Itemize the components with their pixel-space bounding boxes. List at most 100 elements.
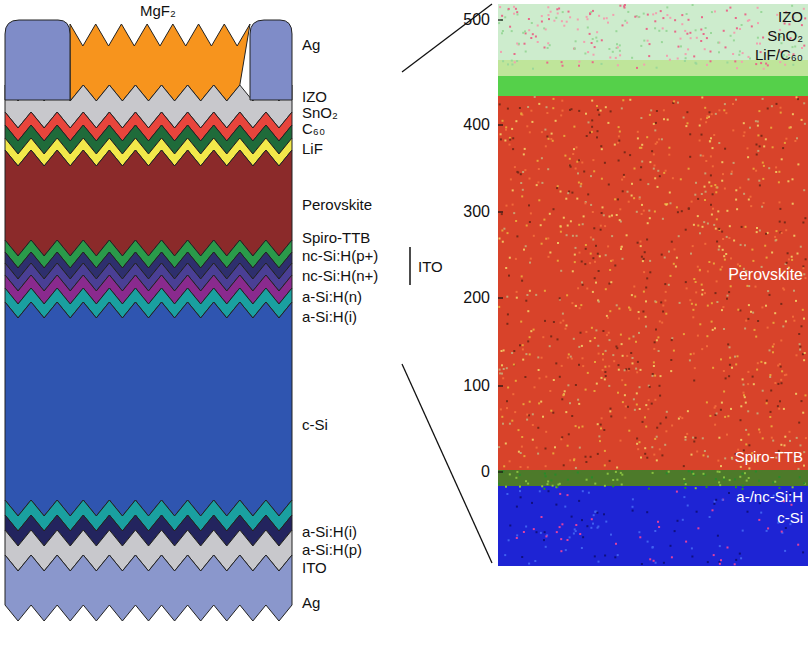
texture-dot xyxy=(706,64,708,66)
texture-dot xyxy=(584,202,586,204)
texture-dot xyxy=(591,518,593,520)
texture-dot xyxy=(697,225,699,227)
texture-dot xyxy=(740,419,742,421)
texture-dot xyxy=(750,311,752,313)
texture-dot xyxy=(553,20,555,22)
texture-dot xyxy=(527,106,529,108)
texture-dot xyxy=(753,168,755,170)
texture-dot xyxy=(636,211,638,213)
texture-dot xyxy=(740,244,742,246)
texture-dot xyxy=(715,478,717,480)
texture-dot xyxy=(769,349,771,351)
texture-dot xyxy=(628,307,630,309)
texture-dot xyxy=(654,177,656,179)
texture-dot xyxy=(654,27,656,29)
texture-dot xyxy=(623,176,625,178)
texture-dot xyxy=(803,359,805,361)
texture-dot xyxy=(598,435,600,437)
texture-dot xyxy=(792,203,794,205)
texture-dot xyxy=(523,153,525,155)
texture-dot xyxy=(619,131,621,133)
texture-dot xyxy=(662,218,664,220)
texture-dot xyxy=(614,198,616,200)
texture-dot xyxy=(646,239,648,241)
texture-dot xyxy=(593,227,595,229)
texture-dot xyxy=(769,376,771,378)
texture-dot xyxy=(618,140,620,142)
texture-dot xyxy=(683,478,685,480)
texture-dot xyxy=(500,51,502,53)
texture-dot xyxy=(595,511,597,513)
texture-dot xyxy=(662,17,664,19)
texture-dot xyxy=(566,325,568,327)
texture-dot xyxy=(793,235,795,237)
texture-dot xyxy=(500,138,502,140)
texture-dot xyxy=(739,50,741,52)
texture-dot xyxy=(781,370,783,372)
texture-dot xyxy=(704,199,706,201)
texture-dot xyxy=(569,459,571,461)
texture-dot xyxy=(542,416,544,418)
texture-dot xyxy=(663,562,665,564)
texture-dot xyxy=(651,446,653,448)
texture-dot xyxy=(501,350,503,352)
texture-dot xyxy=(608,385,610,387)
texture-dot xyxy=(625,405,627,407)
texture-dot xyxy=(686,111,688,113)
texture-dot xyxy=(731,458,733,460)
texture-dot xyxy=(556,486,558,488)
texture-dot xyxy=(585,456,587,458)
texture-dot xyxy=(607,122,609,124)
texture-dot xyxy=(594,390,596,392)
texture-dot xyxy=(547,237,549,239)
texture-dot xyxy=(695,291,697,293)
texture-dot xyxy=(780,107,782,109)
texture-dot xyxy=(607,22,609,24)
texture-dot xyxy=(688,168,690,170)
layer-label: ITO xyxy=(418,258,443,275)
texture-dot xyxy=(640,166,642,168)
texture-dot xyxy=(724,148,726,150)
texture-dot xyxy=(805,258,807,260)
texture-dot xyxy=(803,482,805,484)
texture-dot xyxy=(670,275,672,277)
texture-dot xyxy=(594,361,596,363)
texture-dot xyxy=(656,436,658,438)
texture-dot xyxy=(587,51,589,53)
texture-dot xyxy=(602,353,604,355)
texture-dot xyxy=(780,112,782,114)
texture-dot xyxy=(699,140,701,142)
texture-dot xyxy=(541,485,543,487)
texture-dot xyxy=(713,263,715,265)
texture-dot xyxy=(545,535,547,537)
texture-dot xyxy=(587,27,589,29)
texture-dot xyxy=(560,226,562,228)
texture-dot xyxy=(590,236,592,238)
texture-dot xyxy=(591,327,593,329)
texture-dot xyxy=(691,556,693,558)
texture-dot xyxy=(516,297,518,299)
texture-dot xyxy=(576,161,578,163)
texture-dot xyxy=(624,394,626,396)
texture-dot xyxy=(701,16,703,18)
texture-dot xyxy=(710,60,712,62)
texture-dot xyxy=(767,327,769,329)
texture-dot xyxy=(692,316,694,318)
texture-dot xyxy=(621,379,623,381)
texture-dot xyxy=(694,194,696,196)
texture-dot xyxy=(556,8,558,10)
texture-dot xyxy=(652,375,654,377)
texture-dot xyxy=(666,6,668,8)
texture-dot xyxy=(628,338,630,340)
texture-dot xyxy=(748,444,750,446)
texture-dot xyxy=(635,368,637,370)
texture-dot xyxy=(578,364,580,366)
texture-dot xyxy=(513,13,515,15)
texture-dot xyxy=(723,109,725,111)
texture-dot xyxy=(582,536,584,538)
texture-dot xyxy=(560,538,562,540)
texture-dot xyxy=(545,28,547,30)
texture-dot xyxy=(573,338,575,340)
texture-dot xyxy=(757,125,759,127)
texture-dot xyxy=(758,519,760,521)
